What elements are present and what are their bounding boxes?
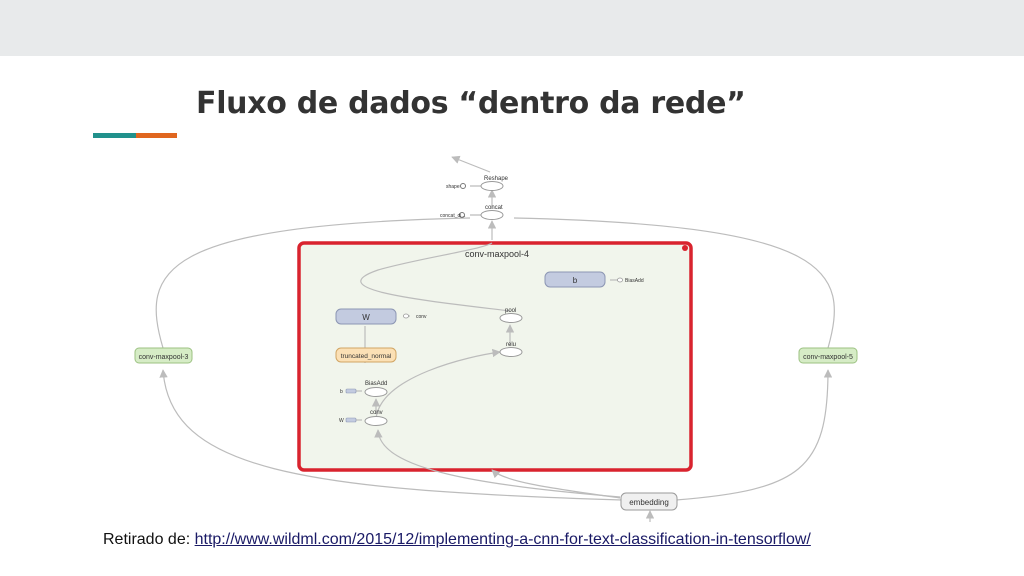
- biasadd-output-node[interactable]: BiasAdd: [617, 277, 644, 284]
- svg-text:Reshape: Reshape: [484, 176, 509, 182]
- svg-text:b: b: [340, 389, 343, 395]
- relu-node[interactable]: relu: [499, 342, 523, 357]
- w-input-node[interactable]: W: [339, 417, 357, 424]
- svg-text:embedding: embedding: [629, 498, 669, 507]
- svg-text:relu: relu: [506, 342, 516, 348]
- svg-text:W: W: [362, 313, 370, 322]
- svg-text:conv-maxpool-3: conv-maxpool-3: [139, 354, 189, 361]
- svg-text:concat: concat: [485, 205, 503, 211]
- svg-text:truncated_normal: truncated_normal: [341, 353, 392, 360]
- svg-text:shape: shape: [446, 184, 460, 190]
- credit-prefix: Retirado de:: [103, 531, 195, 548]
- biasadd-node[interactable]: BiasAdd: [364, 381, 388, 397]
- svg-text:W: W: [339, 418, 344, 424]
- svg-text:pool: pool: [505, 308, 516, 314]
- svg-text:conv: conv: [370, 410, 383, 416]
- reshape-node[interactable]: Reshape: [480, 176, 509, 191]
- pool-node[interactable]: pool: [499, 308, 523, 323]
- svg-text:conv: conv: [416, 314, 427, 320]
- b-variable-node[interactable]: b: [544, 271, 606, 288]
- w-variable-node[interactable]: W: [335, 308, 397, 325]
- conv-node[interactable]: conv: [364, 410, 388, 426]
- svg-text:BiasAdd: BiasAdd: [625, 278, 644, 284]
- source-credit: Retirado de: http://www.wildml.com/2015/…: [103, 531, 811, 549]
- embedding-node[interactable]: embedding: [620, 492, 678, 511]
- group-collapse-icon[interactable]: [682, 245, 688, 251]
- title-accent-teal: [93, 133, 136, 138]
- top-bar: [0, 0, 1024, 56]
- b-input-node[interactable]: b: [340, 388, 357, 395]
- svg-text:b: b: [573, 276, 578, 285]
- graph-edges: [155, 155, 835, 522]
- concat-node[interactable]: concat: [480, 205, 504, 220]
- svg-text:concat_di...: concat_di...: [440, 213, 466, 219]
- svg-text:BiasAdd: BiasAdd: [365, 381, 387, 387]
- source-link[interactable]: http://www.wildml.com/2015/12/implementi…: [194, 531, 811, 548]
- conv-maxpool-5-node[interactable]: conv-maxpool-5: [798, 347, 858, 364]
- conv-output-node[interactable]: conv: [403, 313, 428, 320]
- svg-text:conv-maxpool-5: conv-maxpool-5: [803, 354, 853, 361]
- conv-maxpool-3-node[interactable]: conv-maxpool-3: [134, 347, 193, 364]
- concat-dim-input-node[interactable]: concat_di...: [440, 212, 466, 220]
- group-label: conv-maxpool-4: [465, 249, 529, 259]
- slide-title: Fluxo de dados “dentro da rede”: [196, 86, 746, 121]
- title-accent-orange: [136, 133, 177, 138]
- truncated-normal-node[interactable]: truncated_normal: [335, 347, 397, 363]
- shape-input-node[interactable]: shape: [446, 183, 466, 191]
